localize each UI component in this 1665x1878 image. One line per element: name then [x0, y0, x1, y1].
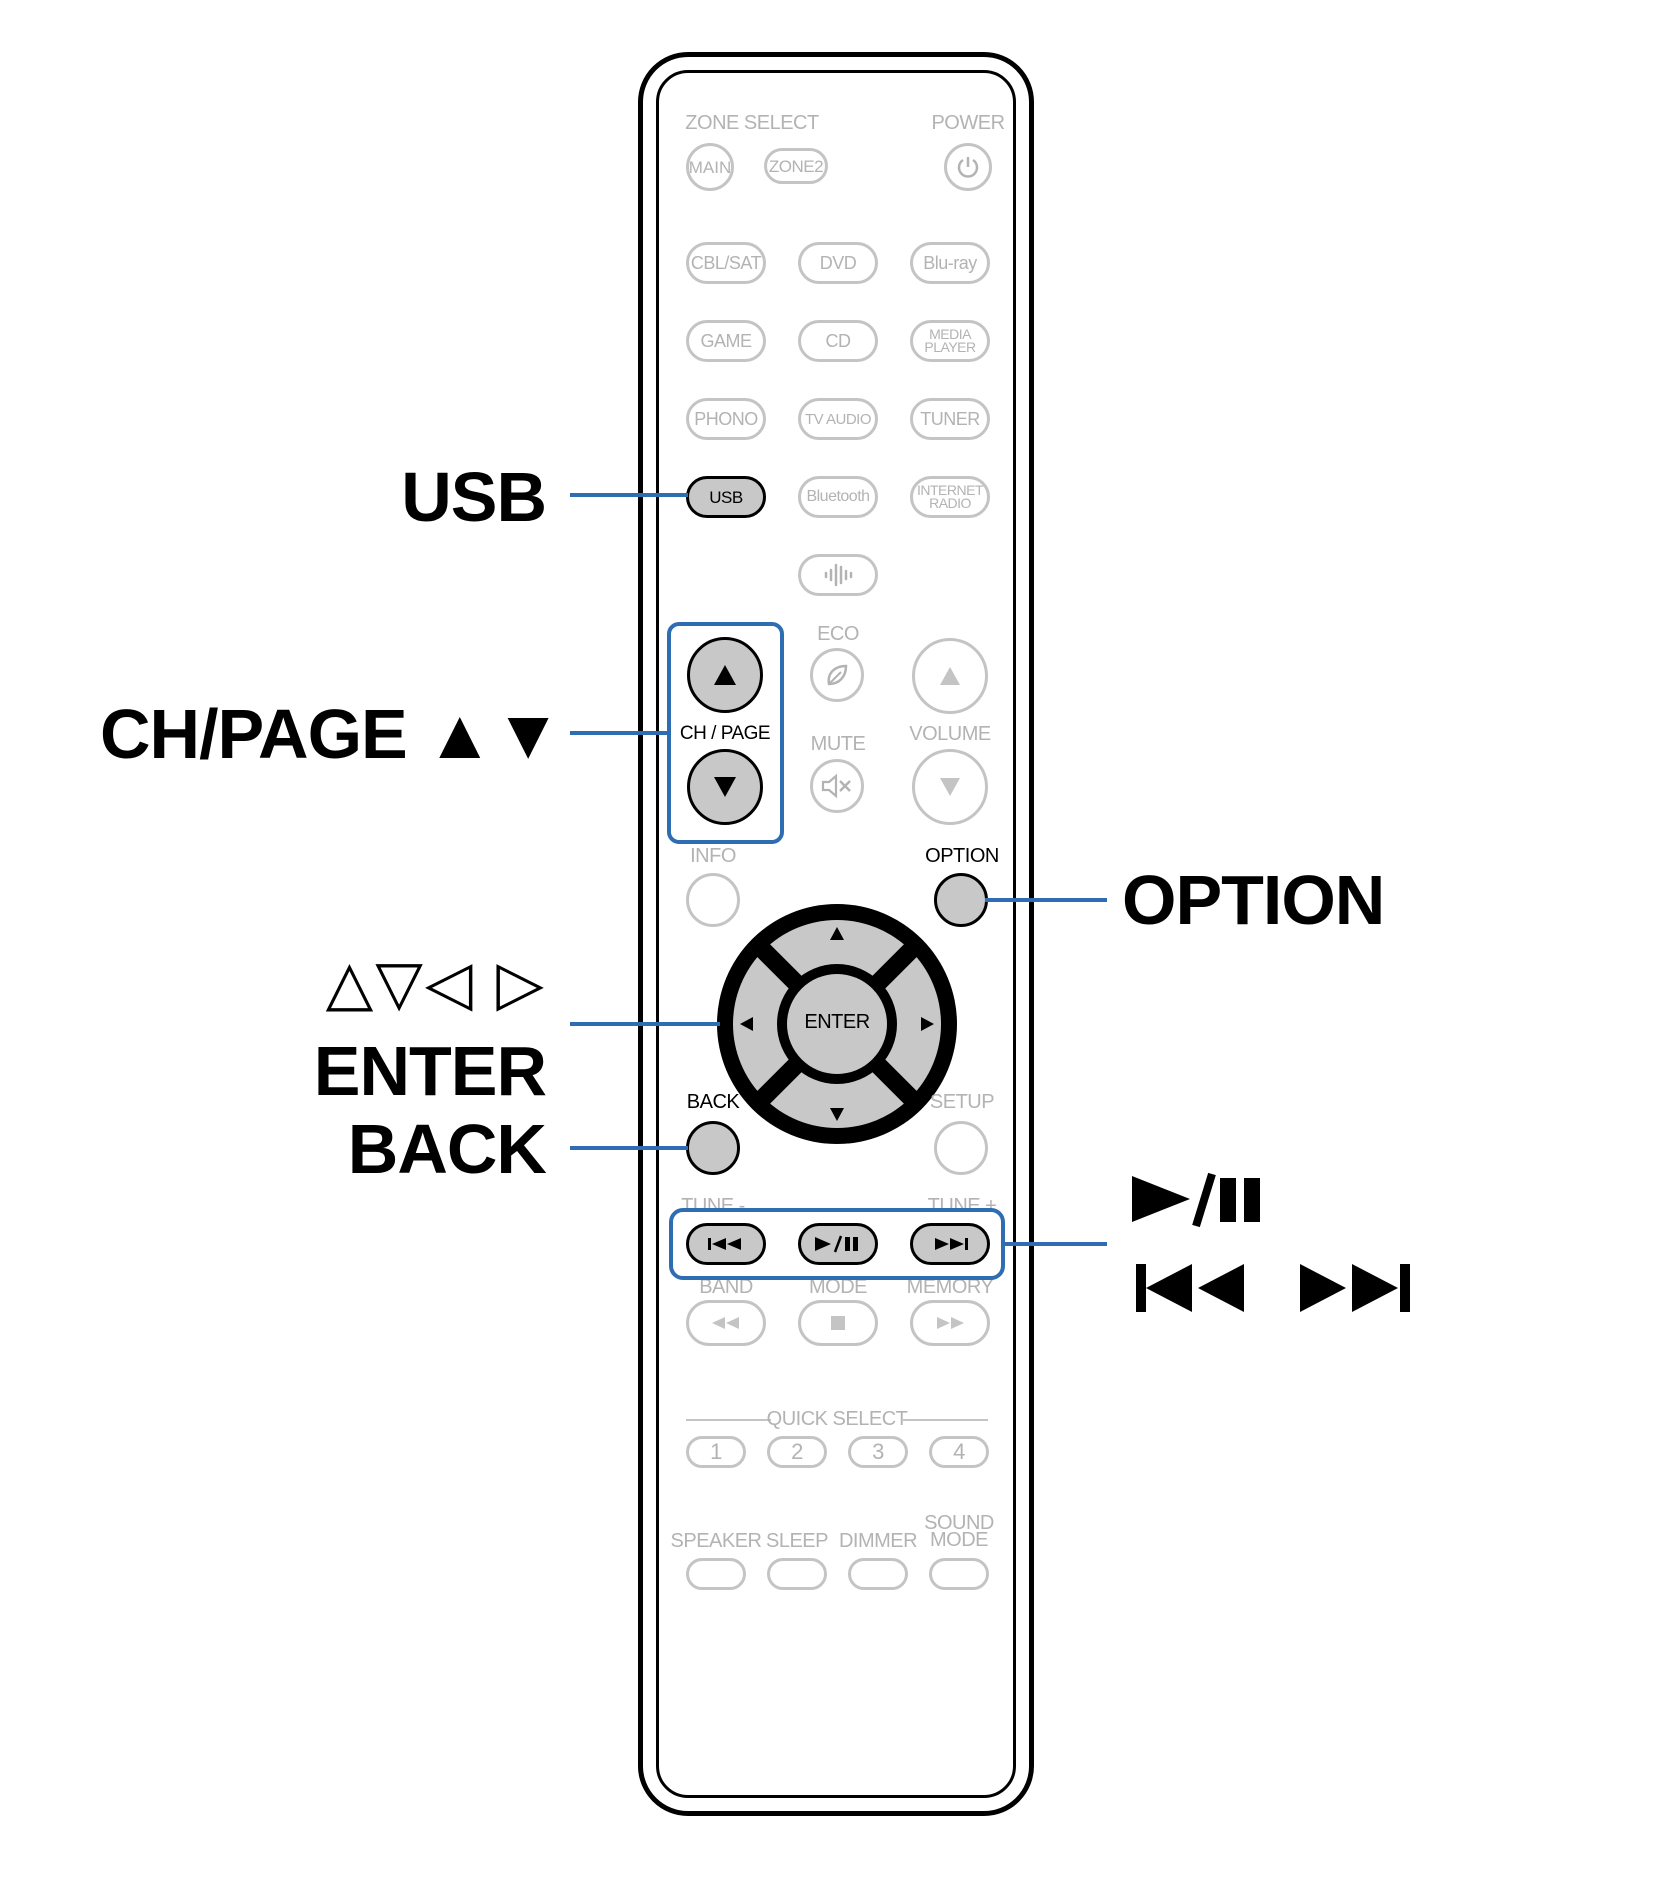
option-callout: OPTION — [1122, 861, 1385, 939]
heos-icon — [824, 563, 853, 587]
quick-select-4-button[interactable]: 4 — [929, 1436, 989, 1468]
cursor-left-icon — [740, 1017, 753, 1031]
usb-leader — [570, 493, 688, 497]
info-button[interactable] — [686, 873, 740, 927]
play-pause-callout — [1132, 1172, 1260, 1228]
dvd-button[interactable]: DVD — [798, 242, 878, 284]
back-leader — [570, 1146, 688, 1150]
cursor-leader — [570, 1022, 720, 1026]
band-label: BAND — [699, 1276, 753, 1298]
triangle-down-icon — [714, 777, 736, 797]
remote-inner-border — [656, 70, 1016, 1798]
power-icon — [957, 157, 979, 178]
quick-select-3-button[interactable]: 3 — [848, 1436, 908, 1468]
cursor-callout: △▽◁ ▷ — [325, 946, 546, 1019]
cursor-pad[interactable] — [715, 902, 959, 1146]
stop-icon — [831, 1316, 845, 1330]
volume-up-button[interactable] — [912, 638, 988, 714]
sleep-button[interactable] — [767, 1558, 827, 1590]
cursor-down-icon — [830, 1108, 844, 1121]
setup-label: SETUP — [929, 1091, 995, 1113]
tuner-button[interactable]: TUNER — [910, 398, 990, 440]
power-label: POWER — [931, 112, 1005, 134]
sleep-label: SLEEP — [766, 1530, 828, 1552]
cursor-right-icon — [921, 1017, 934, 1031]
usb-button[interactable]: USB — [686, 476, 766, 518]
triangle-up-icon — [940, 667, 960, 685]
ch-page-callout: CH/PAGE ▲▼ — [100, 695, 563, 773]
enter-callout: ENTER — [313, 1032, 547, 1110]
back-button[interactable] — [686, 1121, 740, 1175]
usb-callout: USB — [401, 458, 547, 536]
bluray-button[interactable]: Blu-ray — [910, 242, 990, 284]
internet-radio-button[interactable]: INTERNET RADIO — [910, 476, 990, 518]
mute-label: MUTE — [810, 733, 866, 755]
fast-forward-icon — [937, 1317, 964, 1329]
ch-page-down-button[interactable] — [687, 749, 763, 825]
quick-select-label: QUICK SELECT — [766, 1408, 908, 1430]
skip-callout — [1136, 1264, 1410, 1312]
cursor-up-icon — [830, 927, 844, 940]
quick-select-2-button[interactable]: 2 — [767, 1436, 827, 1468]
mute-icon — [821, 773, 851, 799]
sound-mode-label: SOUND MODE — [924, 1512, 994, 1551]
zone2-button[interactable]: ZONE2 — [764, 148, 828, 184]
option-button[interactable] — [934, 873, 988, 927]
rewind-icon — [712, 1317, 739, 1329]
skip-back-button[interactable] — [686, 1223, 766, 1265]
memory-label: MEMORY — [906, 1276, 994, 1298]
dimmer-label: DIMMER — [838, 1530, 918, 1552]
dimmer-button[interactable] — [848, 1558, 908, 1590]
tv-audio-button[interactable]: TV AUDIO — [798, 398, 878, 440]
quick-select-rule-left — [686, 1419, 771, 1421]
skip-forward-icon — [935, 1238, 968, 1250]
fast-forward-button[interactable] — [910, 1300, 990, 1346]
zone-select-label: ZONE SELECT — [685, 112, 819, 134]
transport-highlight — [669, 1208, 1005, 1280]
heos-button[interactable] — [798, 554, 878, 596]
transport-leader — [1005, 1242, 1107, 1246]
volume-label: VOLUME — [909, 723, 991, 745]
mode-label: MODE — [809, 1276, 868, 1298]
quick-select-1-button[interactable]: 1 — [686, 1436, 746, 1468]
option-label: OPTION — [925, 845, 999, 867]
triangle-up-icon — [714, 665, 736, 685]
main-button[interactable]: MAIN — [686, 143, 734, 191]
quick-select-rule-right — [903, 1419, 988, 1421]
cbl-sat-button[interactable]: CBL/SAT — [686, 242, 766, 284]
play-pause-icon — [815, 1235, 858, 1253]
info-label: INFO — [690, 845, 736, 867]
triangle-down-icon — [940, 778, 960, 796]
eco-button[interactable] — [810, 648, 864, 702]
speaker-label: SPEAKER — [670, 1530, 762, 1552]
skip-forward-button[interactable] — [910, 1223, 990, 1265]
enter-button[interactable]: ENTER — [804, 1011, 870, 1033]
volume-down-button[interactable] — [912, 749, 988, 825]
cd-button[interactable]: CD — [798, 320, 878, 362]
mute-button[interactable] — [810, 759, 864, 813]
sound-mode-button[interactable] — [929, 1558, 989, 1590]
leaf-icon — [827, 664, 848, 686]
setup-button[interactable] — [934, 1121, 988, 1175]
ch-page-up-button[interactable] — [687, 637, 763, 713]
ch-page-highlight — [667, 622, 784, 844]
media-player-button[interactable]: MEDIA PLAYER — [910, 320, 990, 362]
play-pause-button[interactable] — [798, 1223, 878, 1265]
back-label: BACK — [686, 1091, 740, 1113]
power-button[interactable] — [944, 143, 992, 191]
rewind-button[interactable] — [686, 1300, 766, 1346]
ch-page-label: CH / PAGE — [679, 723, 771, 744]
bluetooth-button[interactable]: Bluetooth — [798, 476, 878, 518]
eco-label: ECO — [817, 623, 859, 645]
back-callout: BACK — [347, 1110, 547, 1188]
stop-button[interactable] — [798, 1300, 878, 1346]
phono-button[interactable]: PHONO — [686, 398, 766, 440]
ch-page-leader — [570, 731, 669, 735]
option-leader — [985, 898, 1107, 902]
skip-back-icon — [708, 1238, 741, 1250]
speaker-button[interactable] — [686, 1558, 746, 1590]
game-button[interactable]: GAME — [686, 320, 766, 362]
